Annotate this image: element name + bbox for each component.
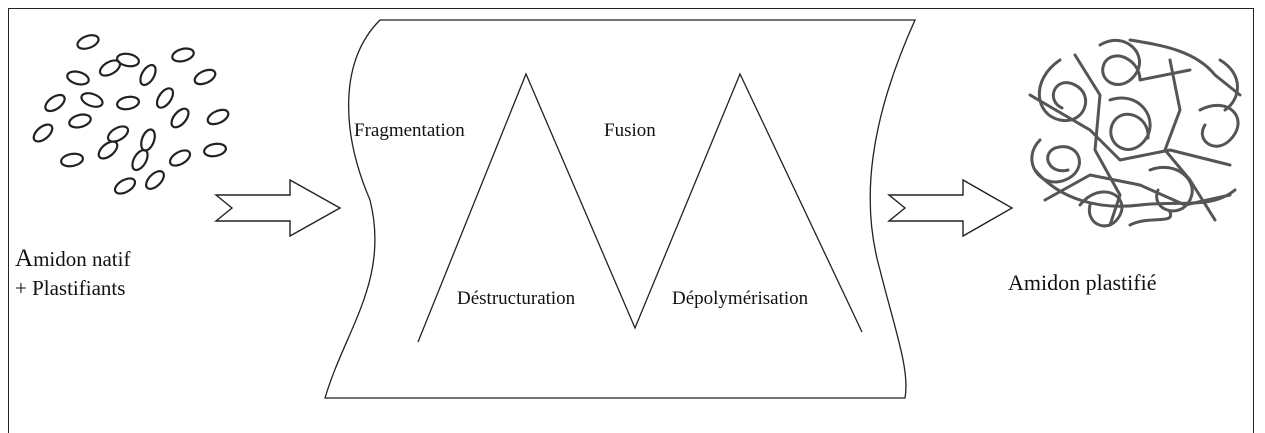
starch-granule <box>97 140 119 160</box>
input-label-initial: A <box>15 245 34 272</box>
starch-granule <box>155 87 175 109</box>
fusion-label: Fusion <box>604 120 656 141</box>
starch-granule <box>145 170 165 190</box>
input-label-native-starch: Amidon natif <box>15 245 130 273</box>
starch-granule <box>66 70 90 86</box>
input-arrow <box>214 178 342 238</box>
input-label-rest: midon natif <box>33 247 131 271</box>
plasticized-starch-tangle <box>1028 38 1242 228</box>
output-arrow <box>887 178 1014 238</box>
starch-granule <box>193 68 217 86</box>
native-starch-granules <box>32 34 230 195</box>
starch-granule <box>98 59 122 77</box>
diagram-frame <box>8 8 1254 433</box>
starch-granule <box>139 63 157 87</box>
starch-granule <box>60 152 84 168</box>
starch-granule <box>113 177 137 195</box>
starch-granule <box>203 142 227 158</box>
starch-granule <box>32 123 54 143</box>
starch-granule <box>44 93 66 113</box>
process-zigzag <box>417 72 863 343</box>
depolymerisation-label: Dépolymérisation <box>672 288 809 309</box>
input-label-plasticizers: + Plastifiants <box>15 276 126 300</box>
starch-granule <box>76 34 100 50</box>
starch-granule <box>131 148 149 172</box>
fragmentation-label: Fragmentation <box>354 120 465 141</box>
starch-granule <box>170 107 190 129</box>
starch-granule <box>168 149 192 167</box>
starch-granule <box>171 47 195 63</box>
starch-granule <box>140 128 156 152</box>
starch-granule <box>116 52 140 68</box>
destructuration-label: Déstructuration <box>457 288 576 309</box>
starch-granule <box>68 113 92 129</box>
starch-granule <box>206 108 230 126</box>
starch-granule <box>116 95 140 111</box>
output-label-plasticized-starch: Amidon plastifié <box>1008 270 1157 295</box>
starch-granule <box>80 92 104 108</box>
starch-granule <box>106 125 130 143</box>
extruder-body <box>324 19 917 399</box>
